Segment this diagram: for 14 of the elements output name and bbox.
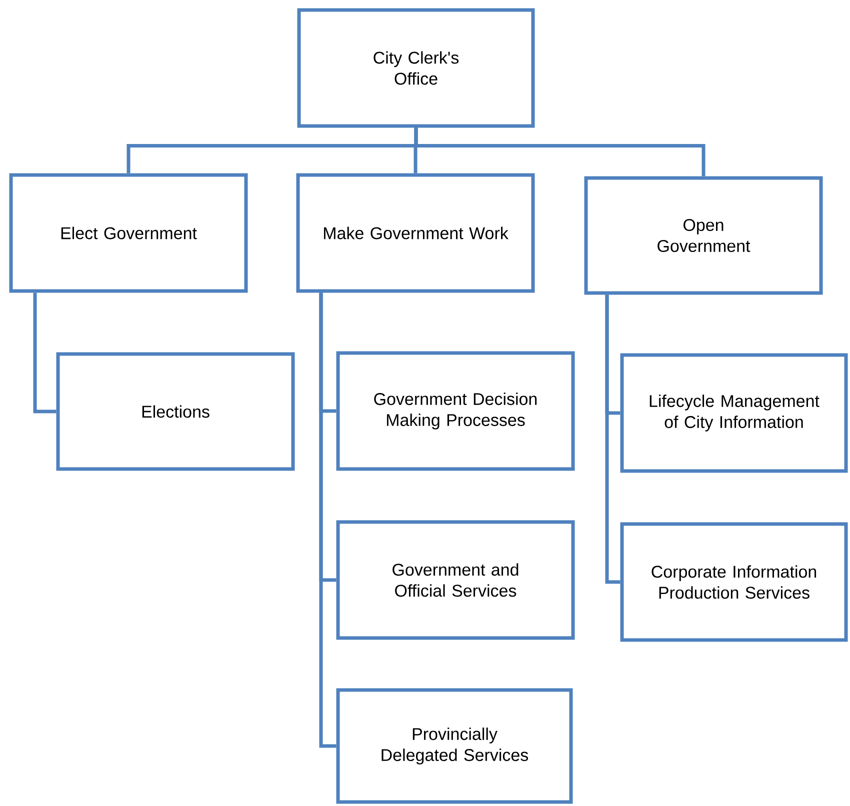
org-box: Elections: [56, 352, 295, 471]
connector-line: [605, 294, 620, 584]
connector-line: [33, 292, 56, 414]
org-box: Open Government: [584, 176, 823, 295]
org-box: Make Government Work: [296, 173, 535, 293]
org-box: City Clerk's Office: [297, 8, 535, 128]
org-box: Elect Government: [9, 173, 248, 293]
org-box: Government Decision Making Processes: [336, 351, 575, 471]
connector-line: [319, 292, 336, 748]
org-box: Lifecycle Management of City Information: [620, 353, 848, 473]
org-box: Government and Official Services: [336, 520, 575, 640]
org-box: Corporate Information Production Services: [620, 522, 848, 642]
org-box: Provincially Delegated Services: [336, 688, 573, 804]
connector-line: [414, 128, 706, 176]
